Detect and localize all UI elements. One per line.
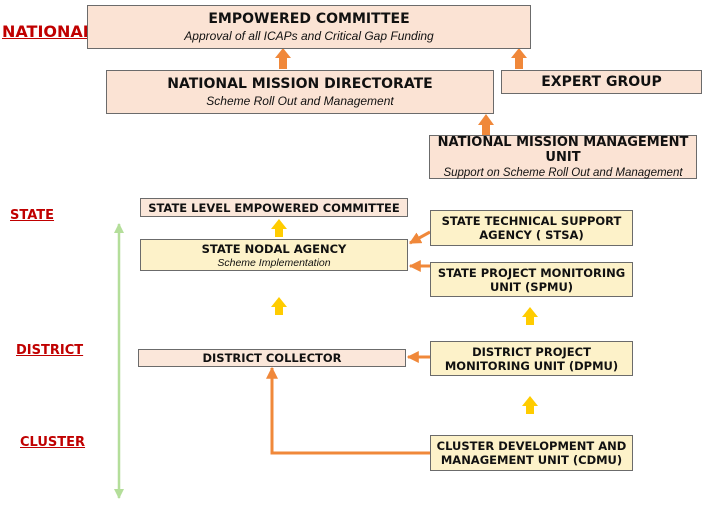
arrow-nmd-to-empowered-committee <box>275 48 291 69</box>
arrow-cdmu-to-district-collector <box>266 366 430 455</box>
district-collector-title: DISTRICT COLLECTOR <box>202 351 342 365</box>
state-technical-support-agency-title-line2: AGENCY ( STSA) <box>479 228 584 242</box>
state-nodal-agency-subtitle: Scheme Implementation <box>217 256 331 269</box>
arrow-sna-to-slec <box>271 219 287 237</box>
state-nodal-agency-title: STATE NODAL AGENCY <box>201 241 347 256</box>
state-project-monitoring-unit-title-line2: UNIT (SPMU) <box>489 279 574 294</box>
district-project-monitoring-unit-title-line1: DISTRICT PROJECT <box>472 344 591 359</box>
national-mission-directorate-title: NATIONAL MISSION DIRECTORATE <box>167 76 433 92</box>
empowered-committee-subtitle: Approval of all ICAPs and Critical Gap F… <box>184 29 434 43</box>
cluster-development-management-unit-box: CLUSTER DEVELOPMENT AND MANAGEMENT UNIT … <box>430 435 633 471</box>
state-nodal-agency-box: STATE NODAL AGENCY Scheme Implementation <box>140 239 408 271</box>
level-label-national: NATIONAL <box>2 22 93 41</box>
empowered-committee-title: EMPOWERED COMMITTEE <box>208 11 410 27</box>
state-level-empowered-committee-box: STATE LEVEL EMPOWERED COMMITTEE <box>140 198 408 217</box>
arrow-stsa-to-sna <box>408 230 431 245</box>
national-mission-directorate-box: NATIONAL MISSION DIRECTORATE Scheme Roll… <box>106 70 494 114</box>
state-technical-support-agency-box: STATE TECHNICAL SUPPORT AGENCY ( STSA) <box>430 210 633 246</box>
arrow-nmmu-to-nmd <box>478 114 494 135</box>
expert-group-title: EXPERT GROUP <box>541 74 662 90</box>
state-level-empowered-committee-title: STATE LEVEL EMPOWERED COMMITTEE <box>148 200 400 215</box>
state-project-monitoring-unit-title-line1: STATE PROJECT MONITORING <box>437 265 626 280</box>
state-technical-support-agency-title-line1: STATE TECHNICAL SUPPORT <box>441 214 622 228</box>
arrow-dpmu-to-spmu <box>522 307 538 325</box>
national-mission-management-unit-title: NATIONAL MISSION MANAGEMENT UNIT <box>437 135 689 165</box>
national-mission-directorate-subtitle: Scheme Roll Out and Management <box>206 94 394 108</box>
arrow-expert-group-to-empowered-committee <box>511 48 527 69</box>
district-collector-box: DISTRICT COLLECTOR <box>138 349 406 367</box>
arrow-district-to-sna <box>271 297 287 315</box>
national-mission-management-unit-subtitle: Support on Scheme Roll Out and Managemen… <box>443 167 683 179</box>
arrow-cdmu-to-dpmu <box>522 396 538 414</box>
district-project-monitoring-unit-title-line2: MONITORING UNIT (DPMU) <box>444 358 619 373</box>
cluster-development-management-unit-title-line2: MANAGEMENT UNIT (CDMU) <box>440 453 623 467</box>
level-label-state: STATE <box>10 208 55 223</box>
state-project-monitoring-unit-box: STATE PROJECT MONITORING UNIT (SPMU) <box>430 262 633 297</box>
level-label-cluster: CLUSTER <box>20 435 86 450</box>
level-label-district: DISTRICT <box>16 343 84 358</box>
district-project-monitoring-unit-box: DISTRICT PROJECT MONITORING UNIT (DPMU) <box>430 341 633 376</box>
cluster-development-management-unit-title-line1: CLUSTER DEVELOPMENT AND <box>436 439 627 453</box>
expert-group-box: EXPERT GROUP <box>501 70 702 94</box>
empowered-committee-box: EMPOWERED COMMITTEE Approval of all ICAP… <box>87 5 531 49</box>
national-mission-management-unit-box: NATIONAL MISSION MANAGEMENT UNIT Support… <box>429 135 697 179</box>
